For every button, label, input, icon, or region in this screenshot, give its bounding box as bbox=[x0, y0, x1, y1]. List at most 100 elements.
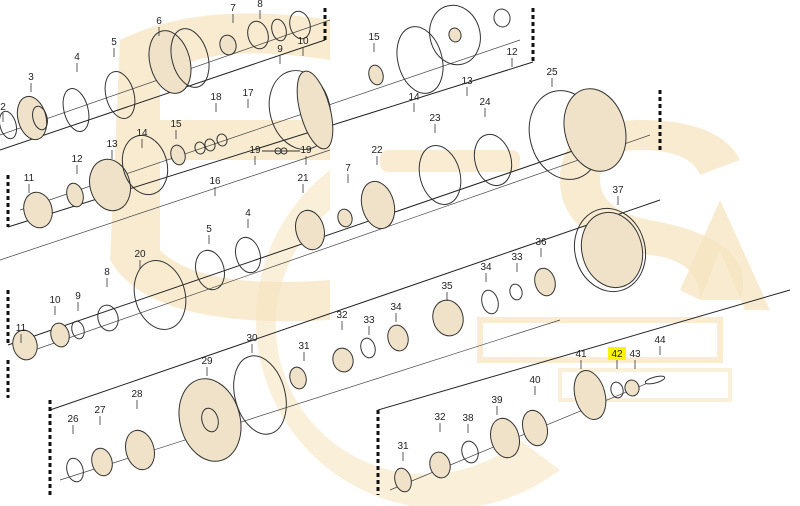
callout-28[interactable]: 28 bbox=[131, 389, 143, 400]
callout-8[interactable]: 8 bbox=[104, 267, 110, 278]
callout-15[interactable]: 15 bbox=[368, 32, 380, 43]
callout-42[interactable]: 42 bbox=[611, 349, 623, 360]
callout-5[interactable]: 5 bbox=[206, 224, 212, 235]
bearing bbox=[490, 417, 520, 459]
piston bbox=[429, 4, 481, 66]
callout-8[interactable]: 8 bbox=[257, 0, 263, 10]
watermark-dailys-box-2 bbox=[558, 368, 732, 402]
washer bbox=[289, 10, 311, 40]
callout-37[interactable]: 37 bbox=[612, 185, 624, 196]
spring bbox=[23, 191, 53, 229]
washer bbox=[50, 322, 70, 348]
seal bbox=[170, 144, 186, 166]
callout-20[interactable]: 20 bbox=[134, 249, 146, 260]
callout-3[interactable]: 3 bbox=[28, 72, 34, 83]
callout-34[interactable]: 34 bbox=[390, 302, 402, 313]
ring bbox=[387, 324, 409, 352]
gear-bore bbox=[32, 105, 48, 131]
callout-24[interactable]: 24 bbox=[479, 97, 491, 108]
callout-31[interactable]: 31 bbox=[298, 341, 310, 352]
callout-2[interactable]: 2 bbox=[0, 102, 6, 113]
callout-19[interactable]: 19 bbox=[300, 145, 312, 156]
seal bbox=[534, 267, 556, 297]
callout-33[interactable]: 33 bbox=[511, 252, 523, 263]
callout-10[interactable]: 10 bbox=[297, 36, 309, 47]
callout-33[interactable]: 33 bbox=[363, 315, 375, 326]
watermark-letter-e bbox=[110, 13, 330, 322]
callout-7[interactable]: 7 bbox=[345, 163, 351, 174]
callout-43[interactable]: 43 bbox=[629, 349, 641, 360]
callout-17[interactable]: 17 bbox=[242, 88, 254, 99]
callout-38[interactable]: 38 bbox=[462, 413, 474, 424]
callout-31[interactable]: 31 bbox=[397, 441, 409, 452]
callout-4[interactable]: 4 bbox=[74, 52, 80, 63]
callout-40[interactable]: 40 bbox=[529, 375, 541, 386]
callout-13[interactable]: 13 bbox=[461, 76, 473, 87]
bearing bbox=[394, 467, 412, 493]
callout-23[interactable]: 23 bbox=[429, 113, 441, 124]
snap-ring bbox=[62, 88, 90, 132]
callout-35[interactable]: 35 bbox=[441, 281, 453, 292]
axis-line bbox=[0, 149, 331, 261]
callout-36[interactable]: 36 bbox=[535, 237, 547, 248]
clutch-plate bbox=[563, 88, 627, 172]
bearing bbox=[337, 208, 353, 228]
callout-39[interactable]: 39 bbox=[491, 395, 503, 406]
callout-41[interactable]: 41 bbox=[575, 349, 587, 360]
callout-26[interactable]: 26 bbox=[67, 414, 79, 425]
piston-bore bbox=[201, 407, 219, 433]
watermark-letter-a bbox=[680, 200, 770, 310]
callout-4[interactable]: 4 bbox=[245, 208, 251, 219]
callout-7[interactable]: 7 bbox=[230, 3, 236, 14]
callout-30[interactable]: 30 bbox=[246, 333, 258, 344]
clutch-pack bbox=[133, 260, 187, 330]
callout-34[interactable]: 34 bbox=[480, 262, 492, 273]
callout-14[interactable]: 14 bbox=[408, 92, 420, 103]
callout-27[interactable]: 27 bbox=[94, 405, 106, 416]
bushing bbox=[493, 8, 511, 28]
pump-cover bbox=[89, 158, 131, 212]
ring bbox=[233, 355, 287, 435]
callout-10[interactable]: 10 bbox=[49, 295, 61, 306]
callout-14[interactable]: 14 bbox=[136, 128, 148, 139]
piston-bore bbox=[448, 27, 462, 43]
callout-25[interactable]: 25 bbox=[546, 67, 558, 78]
washer bbox=[0, 110, 18, 140]
callout-11[interactable]: 11 bbox=[24, 173, 35, 184]
callout-18[interactable]: 18 bbox=[210, 92, 222, 103]
callout-13[interactable]: 13 bbox=[106, 139, 118, 150]
callout-19[interactable]: 19 bbox=[249, 145, 261, 156]
callout-32[interactable]: 32 bbox=[336, 310, 348, 321]
washer bbox=[624, 379, 640, 397]
callout-32[interactable]: 32 bbox=[434, 412, 446, 423]
callout-21[interactable]: 21 bbox=[297, 173, 309, 184]
snap-ring bbox=[396, 26, 444, 94]
callout-11[interactable]: 11 bbox=[16, 323, 27, 334]
bearing bbox=[219, 34, 237, 56]
callout-12[interactable]: 12 bbox=[71, 154, 83, 165]
spring bbox=[125, 429, 155, 471]
seal-ring bbox=[216, 133, 228, 147]
band-line bbox=[377, 289, 791, 411]
callout-6[interactable]: 6 bbox=[156, 16, 162, 27]
callout-16[interactable]: 16 bbox=[209, 176, 221, 187]
callout-5[interactable]: 5 bbox=[111, 37, 117, 48]
highlight-marker bbox=[608, 347, 626, 360]
ring bbox=[461, 440, 479, 464]
yoke bbox=[573, 370, 607, 420]
watermark-swoosh bbox=[255, 170, 560, 506]
callout-12[interactable]: 12 bbox=[506, 47, 518, 58]
callout-29[interactable]: 29 bbox=[201, 356, 213, 367]
callout-9[interactable]: 9 bbox=[75, 291, 81, 302]
callout-44[interactable]: 44 bbox=[654, 335, 666, 346]
callout-9[interactable]: 9 bbox=[277, 44, 283, 55]
callout-15[interactable]: 15 bbox=[170, 119, 182, 130]
ring bbox=[481, 289, 499, 315]
o-ring bbox=[610, 381, 624, 399]
bearing bbox=[289, 366, 307, 390]
callout-22[interactable]: 22 bbox=[371, 145, 383, 156]
sleeve bbox=[432, 299, 464, 337]
band-line bbox=[0, 39, 326, 151]
gear bbox=[360, 180, 396, 230]
